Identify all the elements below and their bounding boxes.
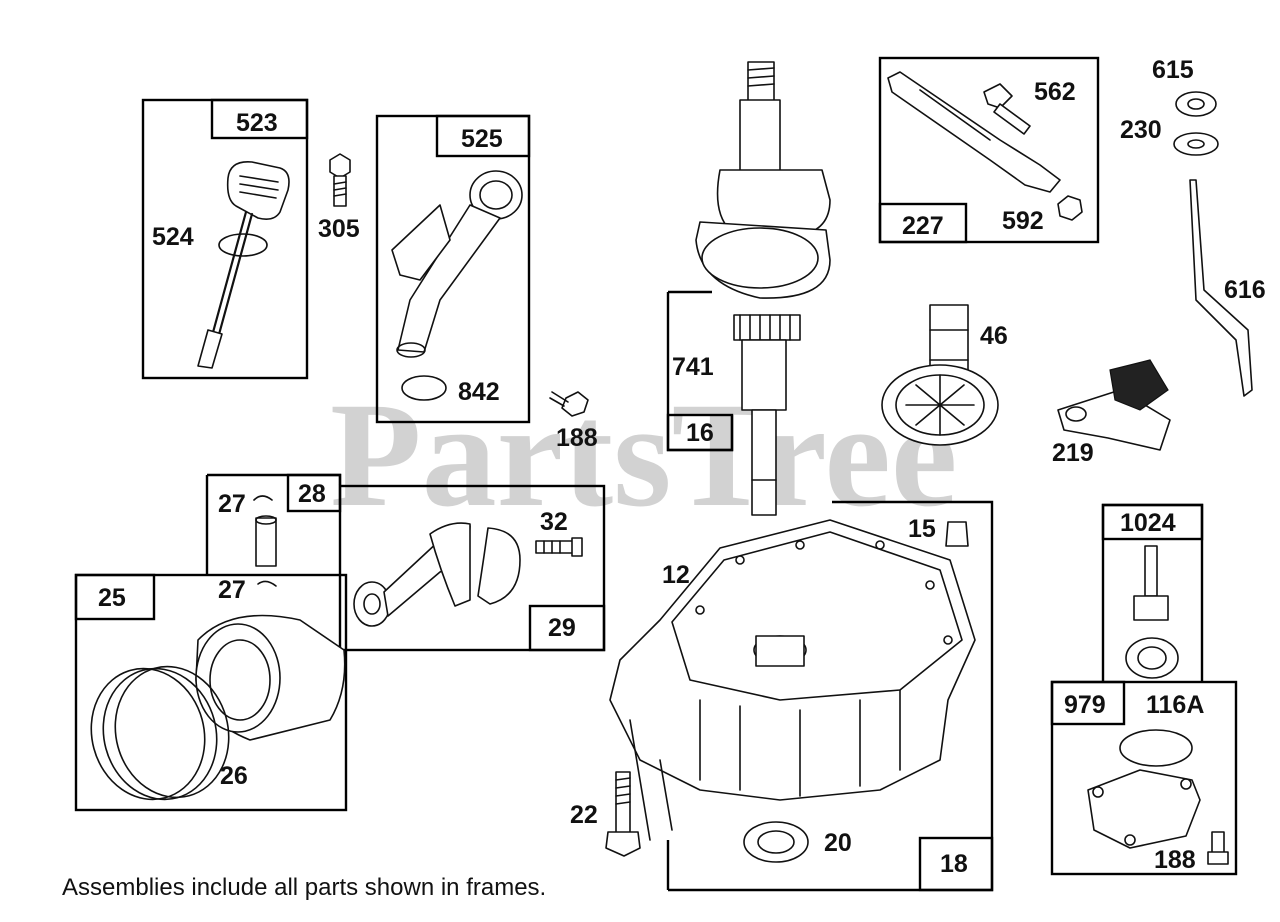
label-32: 32 — [540, 508, 568, 536]
label-562: 562 — [1034, 78, 1076, 106]
frame-979: 979 116A 188 — [1050, 680, 1238, 876]
dipstick-tube-part — [391, 170, 523, 401]
governor-part-219: 219 — [1052, 359, 1171, 467]
dipstick-part — [197, 161, 290, 369]
label-842: 842 — [458, 378, 500, 406]
frame-16: 16 741 — [666, 290, 734, 452]
frame-18: 18 15 12 20 — [609, 500, 994, 892]
label-26: 26 — [220, 762, 248, 790]
piston-part — [195, 614, 346, 741]
label-15: 15 — [908, 515, 936, 543]
label-592: 592 — [1002, 207, 1044, 235]
watermark: PartsTree — [330, 372, 957, 538]
label-18: 18 — [940, 850, 968, 878]
sump-part — [609, 519, 976, 841]
label-22: 22 — [570, 801, 598, 829]
label-979: 979 — [1064, 691, 1106, 719]
governor-lever-part — [887, 71, 1083, 221]
label-1024: 1024 — [1120, 509, 1176, 537]
frame-25: 25 27 26 — [74, 573, 348, 812]
frame-1024: 1024 — [1101, 503, 1204, 682]
label-525: 525 — [461, 125, 503, 153]
label-28: 28 — [298, 480, 326, 508]
label-230: 230 — [1120, 116, 1162, 144]
label-305: 305 — [318, 215, 360, 243]
label-616: 616 — [1224, 276, 1266, 304]
frame-525: 525 842 — [375, 114, 531, 424]
piston-rings-part — [90, 665, 230, 801]
label-27-lower: 27 — [218, 576, 246, 604]
governor-parts-right: 615 230 616 — [1120, 56, 1266, 397]
label-523: 523 — [236, 109, 278, 137]
frame-523: 523 524 — [141, 98, 309, 380]
label-27-upper: 27 — [218, 490, 246, 518]
label-20: 20 — [824, 829, 852, 857]
label-25: 25 — [98, 584, 126, 612]
label-16: 16 — [686, 419, 714, 447]
footnote: Assemblies include all parts shown in fr… — [62, 874, 546, 901]
crankshaft-part — [695, 61, 831, 516]
oil-seal-part — [743, 821, 809, 863]
label-188-lower: 188 — [1154, 846, 1196, 874]
label-227: 227 — [902, 212, 944, 240]
label-188-upper: 188 — [556, 424, 598, 452]
frame-28: 28 27 — [205, 473, 342, 575]
label-741: 741 — [672, 353, 714, 381]
bolt-188-upper: 188 — [549, 391, 598, 452]
label-116A: 116A — [1146, 691, 1204, 719]
frame-29: 29 32 — [338, 484, 606, 652]
frame-227: 227 562 592 — [878, 56, 1100, 244]
camshaft-part: 46 — [881, 304, 1008, 446]
label-524: 524 — [152, 223, 194, 251]
label-615: 615 — [1152, 56, 1194, 84]
bolt-305: 305 — [318, 153, 360, 243]
label-29: 29 — [548, 614, 576, 642]
bolt-22: 22 — [570, 771, 641, 857]
oil-pump-cover-part — [1087, 729, 1229, 865]
oil-pump-shaft-part — [1125, 545, 1179, 679]
label-12: 12 — [662, 561, 690, 589]
connecting-rod-part — [353, 522, 583, 627]
label-219: 219 — [1052, 439, 1094, 467]
label-46: 46 — [980, 322, 1008, 350]
